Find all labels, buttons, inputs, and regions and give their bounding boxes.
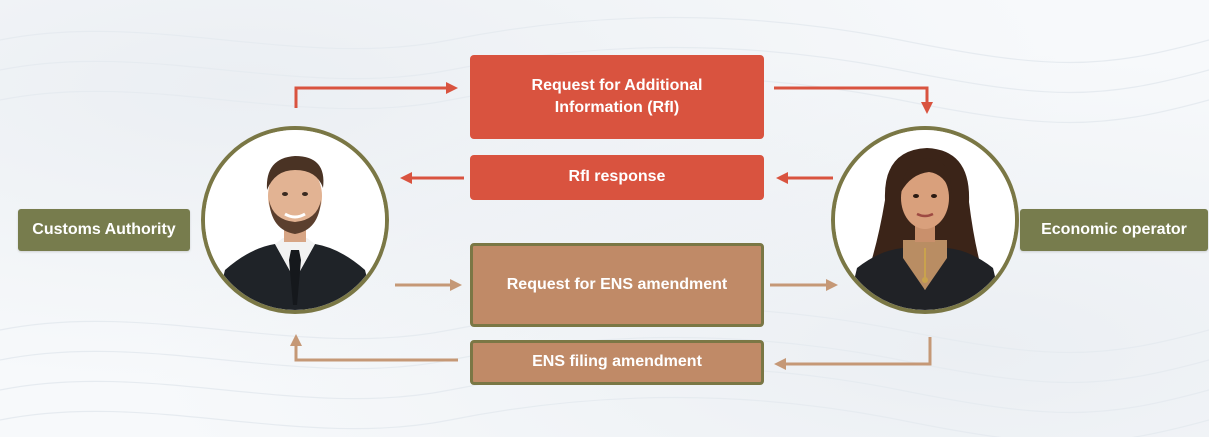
man-portrait-icon [205,130,385,310]
economic-operator-avatar [831,126,1019,314]
arrow-rfi-response-in [776,172,833,184]
ens-filing-amendment-box: ENS filing amendment [470,340,764,385]
rfi-response-box: RfI response [470,155,764,200]
customs-authority-avatar [201,126,389,314]
customs-authority-label: Customs Authority [18,209,190,251]
arrow-rfi-request-in [294,82,458,108]
woman-portrait-icon [835,130,1015,310]
rfi-request-box: Request for Additional Information (RfI) [470,55,764,139]
arrow-ens-filing-out [290,334,458,362]
arrow-ens-request-out [770,279,838,291]
ens-amendment-request-box: Request for ENS amendment [470,243,764,327]
economic-operator-label: Economic operator [1020,209,1208,251]
arrow-ens-filing-in [774,337,932,370]
arrow-rfi-request-out [774,86,933,114]
arrow-rfi-response-out [400,172,464,184]
arrow-ens-request-in [395,279,462,291]
